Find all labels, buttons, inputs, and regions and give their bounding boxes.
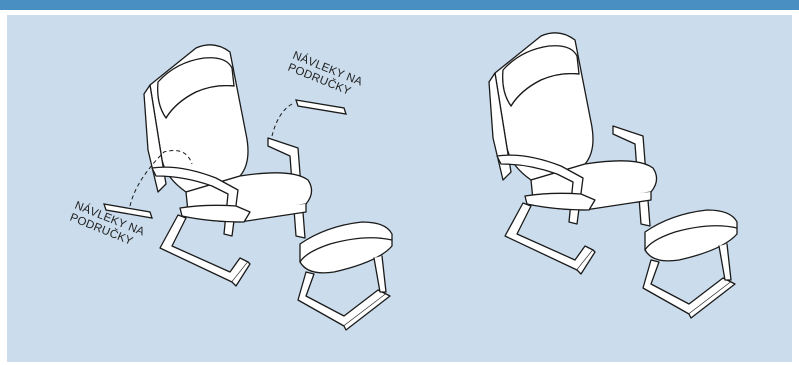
armrest-cover-upper	[296, 100, 346, 114]
callout-armrest-covers-upper: NÁVLEKY NA PODRUČKY	[286, 49, 367, 102]
chair-with-armrest-covers: NÁVLEKY NA PODRUČKY NÁVLEKY NA PODRUČKY	[68, 45, 392, 330]
chair-assembled	[489, 33, 737, 318]
assembly-guide-upper	[272, 104, 292, 136]
